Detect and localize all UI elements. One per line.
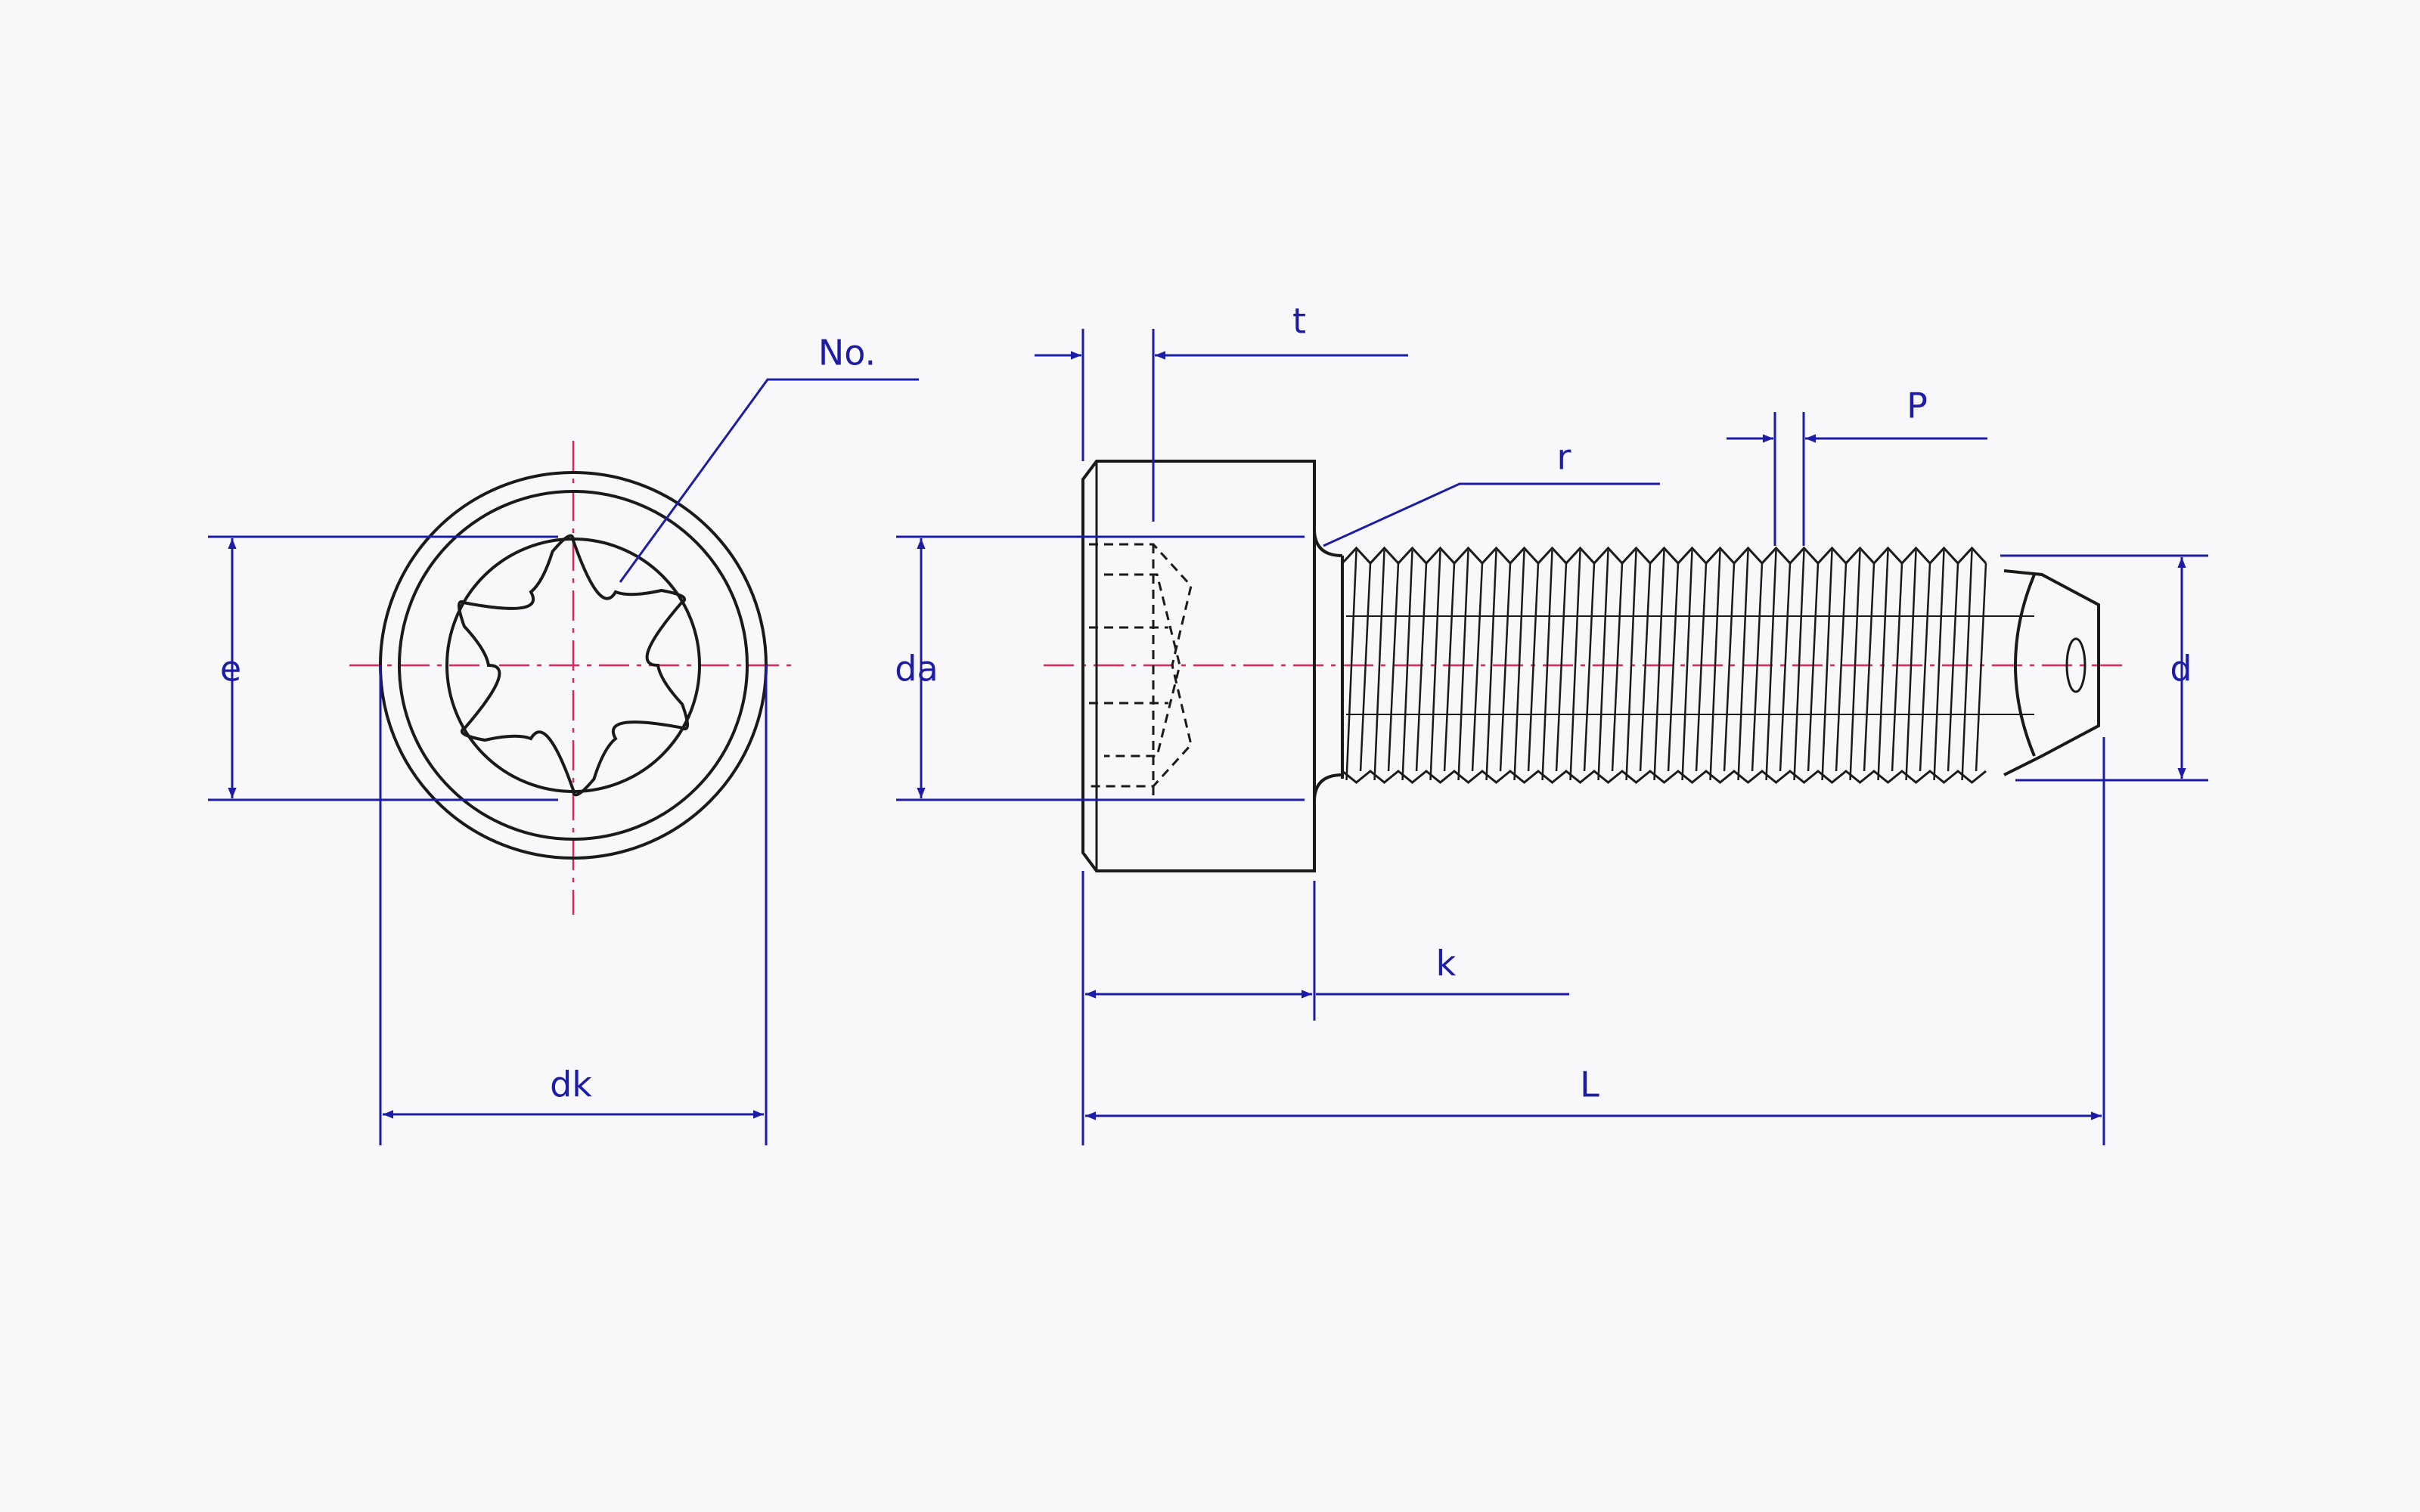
underhead-fillet (1313, 528, 1343, 802)
label-r: r (1557, 437, 1571, 478)
label-P: P (1907, 386, 1928, 426)
dimension-lines (208, 329, 2208, 1145)
label-d: d (2170, 649, 2192, 689)
side-view (1044, 460, 2129, 872)
front-view-centerlines (349, 441, 798, 915)
screw-point (2003, 569, 2100, 776)
label-dk: dk (550, 1064, 592, 1105)
threaded-shank (1341, 546, 2034, 784)
torx-drive-recess (458, 534, 689, 797)
front-view (349, 441, 798, 915)
label-drive-number: No. (818, 333, 876, 373)
label-da: da (895, 649, 938, 689)
dimension-labels: No. e dk da t r P d k L (220, 301, 2192, 1105)
label-L: L (1580, 1064, 1599, 1105)
hidden-recess-lines (1089, 543, 1193, 801)
label-e: e (220, 649, 241, 689)
label-t: t (1292, 301, 1306, 342)
label-k: k (1436, 943, 1457, 984)
